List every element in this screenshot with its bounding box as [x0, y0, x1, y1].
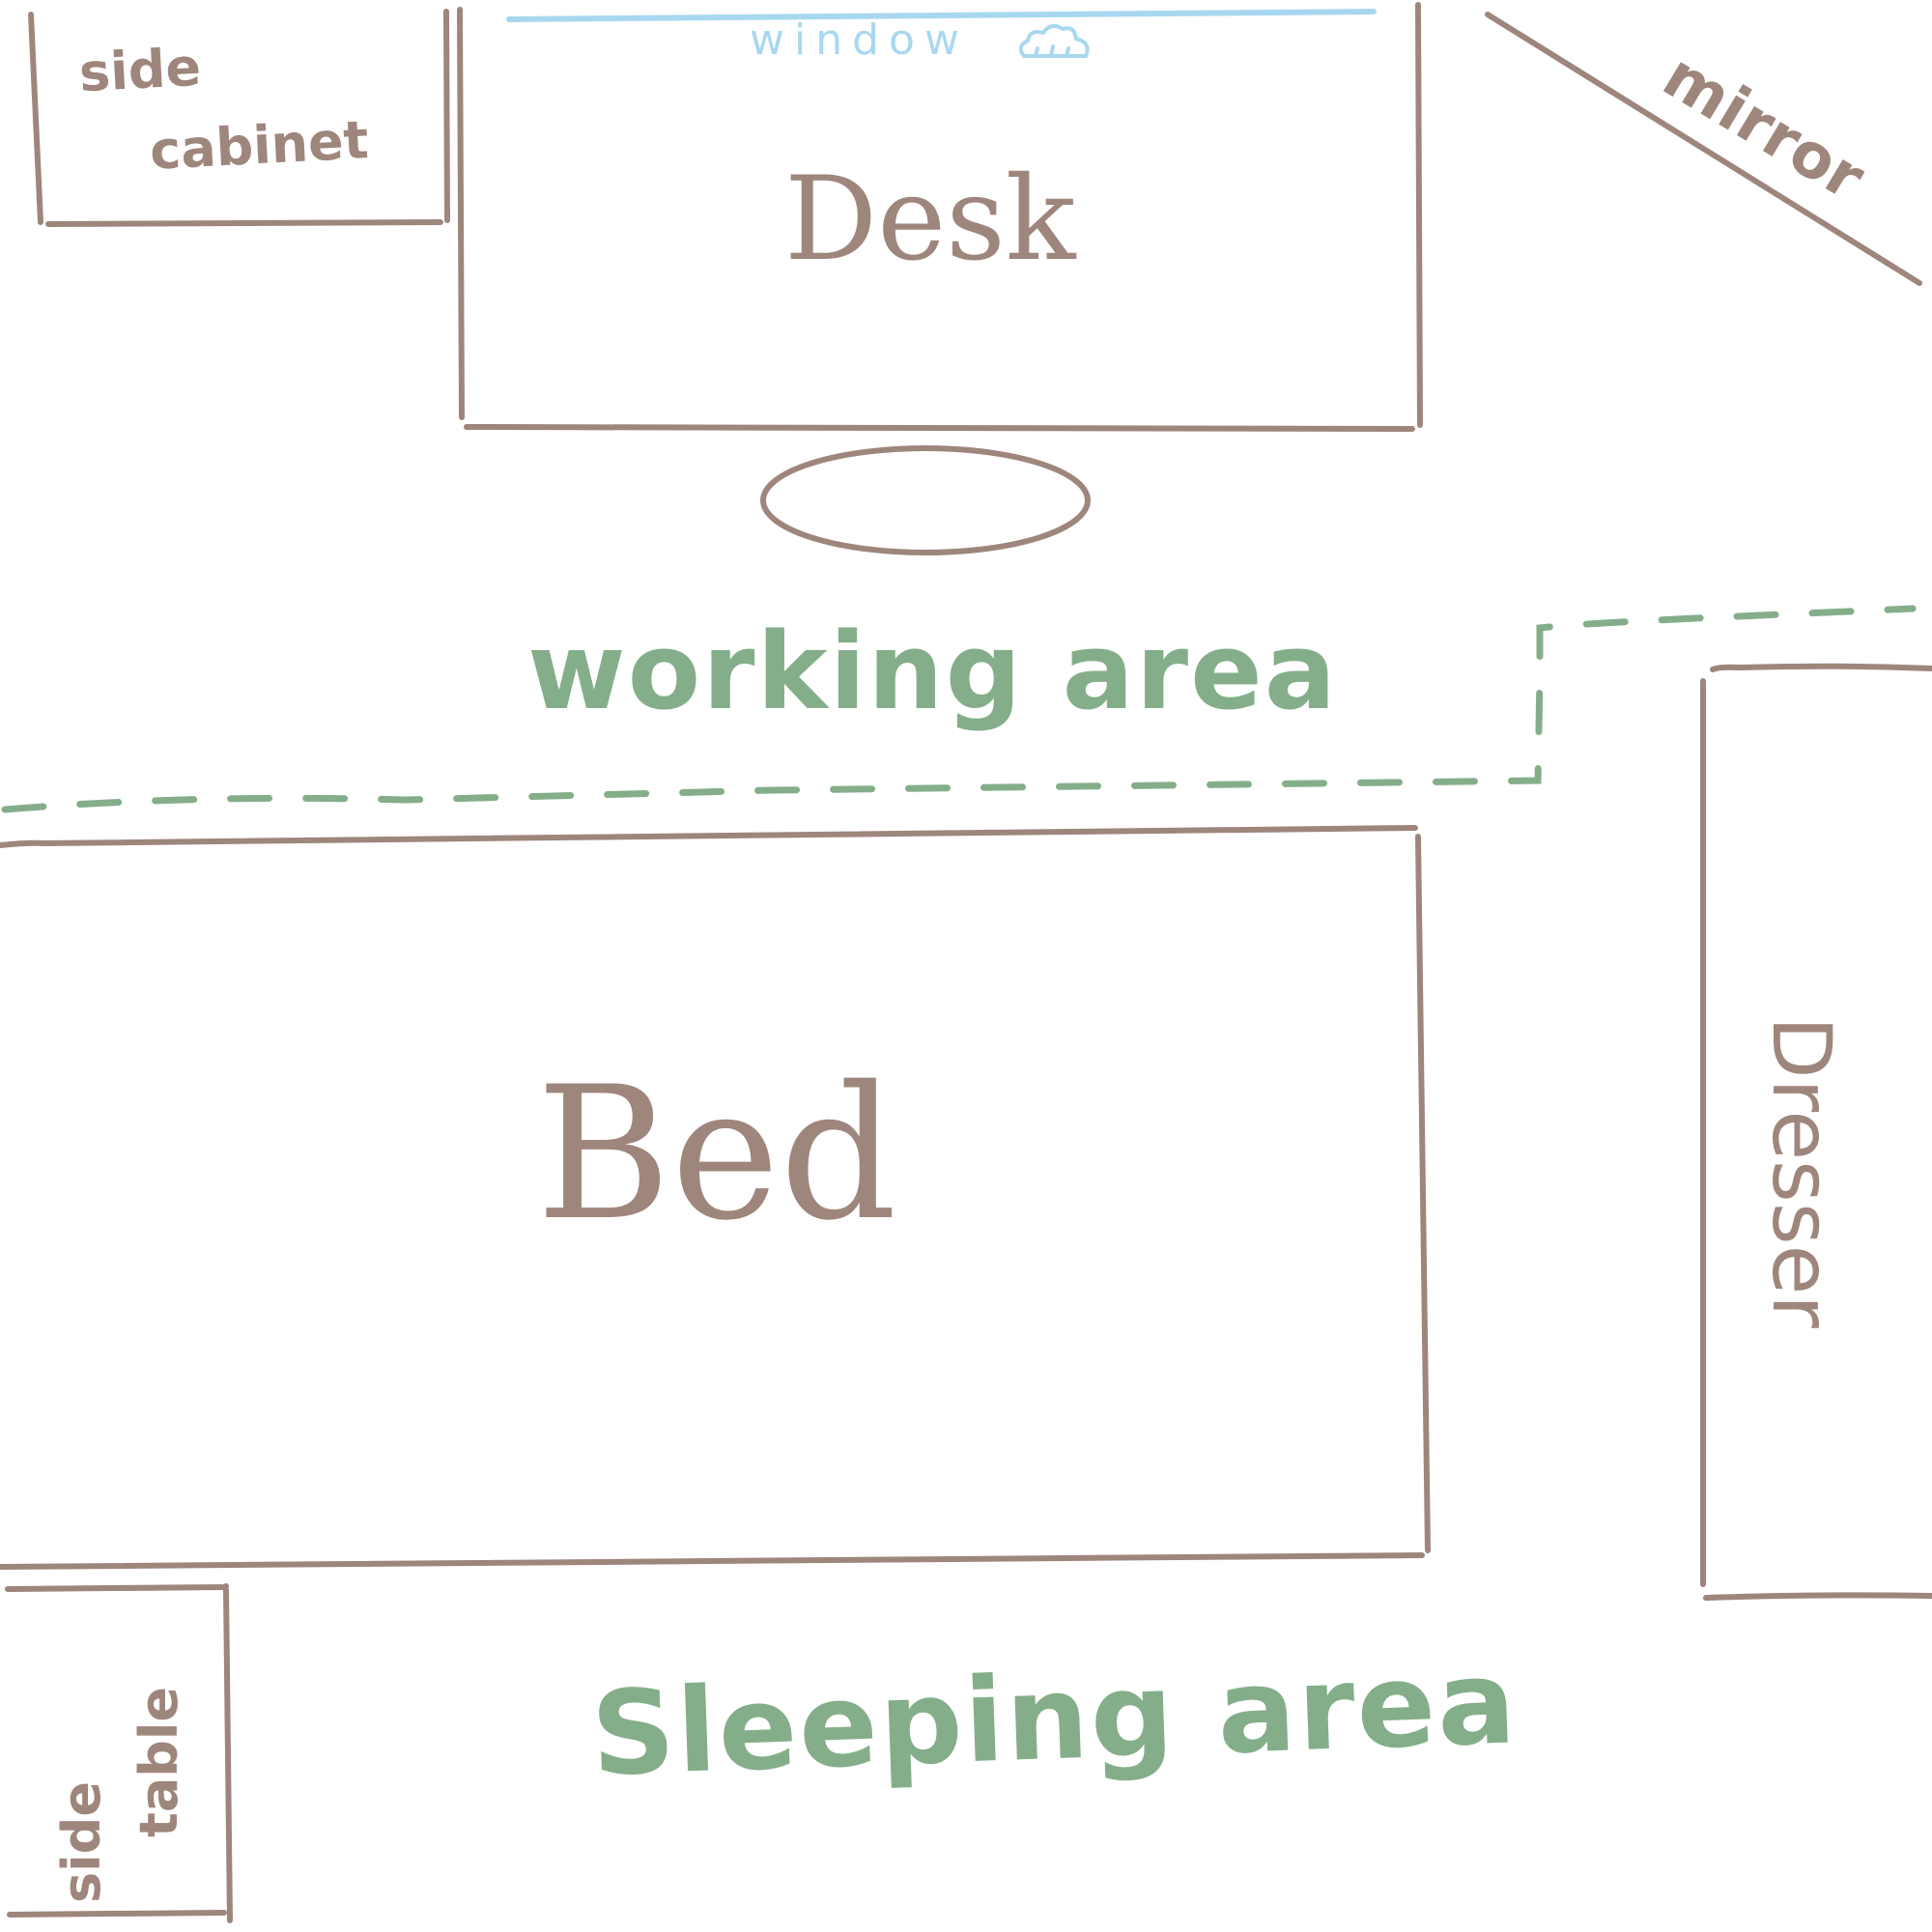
window-label: window — [750, 15, 969, 65]
desk-label: Desk — [784, 153, 1076, 287]
working-area-boundary — [1, 605, 1917, 813]
cloud-icon — [1018, 23, 1090, 58]
dresser-label: Dresser — [1754, 1016, 1849, 1328]
chair-ellipse — [760, 445, 1091, 555]
side-cabinet-label-line2: cabinet — [148, 109, 370, 182]
dresser-outline — [1700, 663, 1932, 1601]
working-area-label: working area — [527, 610, 1338, 733]
desk-outline — [457, 2, 1423, 432]
bed-outline — [0, 825, 1431, 1570]
side-table-label-line2: table — [128, 1686, 189, 1837]
window-line — [506, 9, 1377, 22]
sleeping-area-label: Sleeping area — [588, 1635, 1520, 1803]
side-table-outline — [5, 1583, 233, 1923]
side-table-label-line1: side — [51, 1781, 112, 1903]
mirror-line — [1485, 12, 1922, 286]
side-cabinet-outline — [28, 9, 450, 227]
side-cabinet-label-line1: side — [77, 36, 203, 104]
bed-label: Bed — [536, 1047, 897, 1261]
